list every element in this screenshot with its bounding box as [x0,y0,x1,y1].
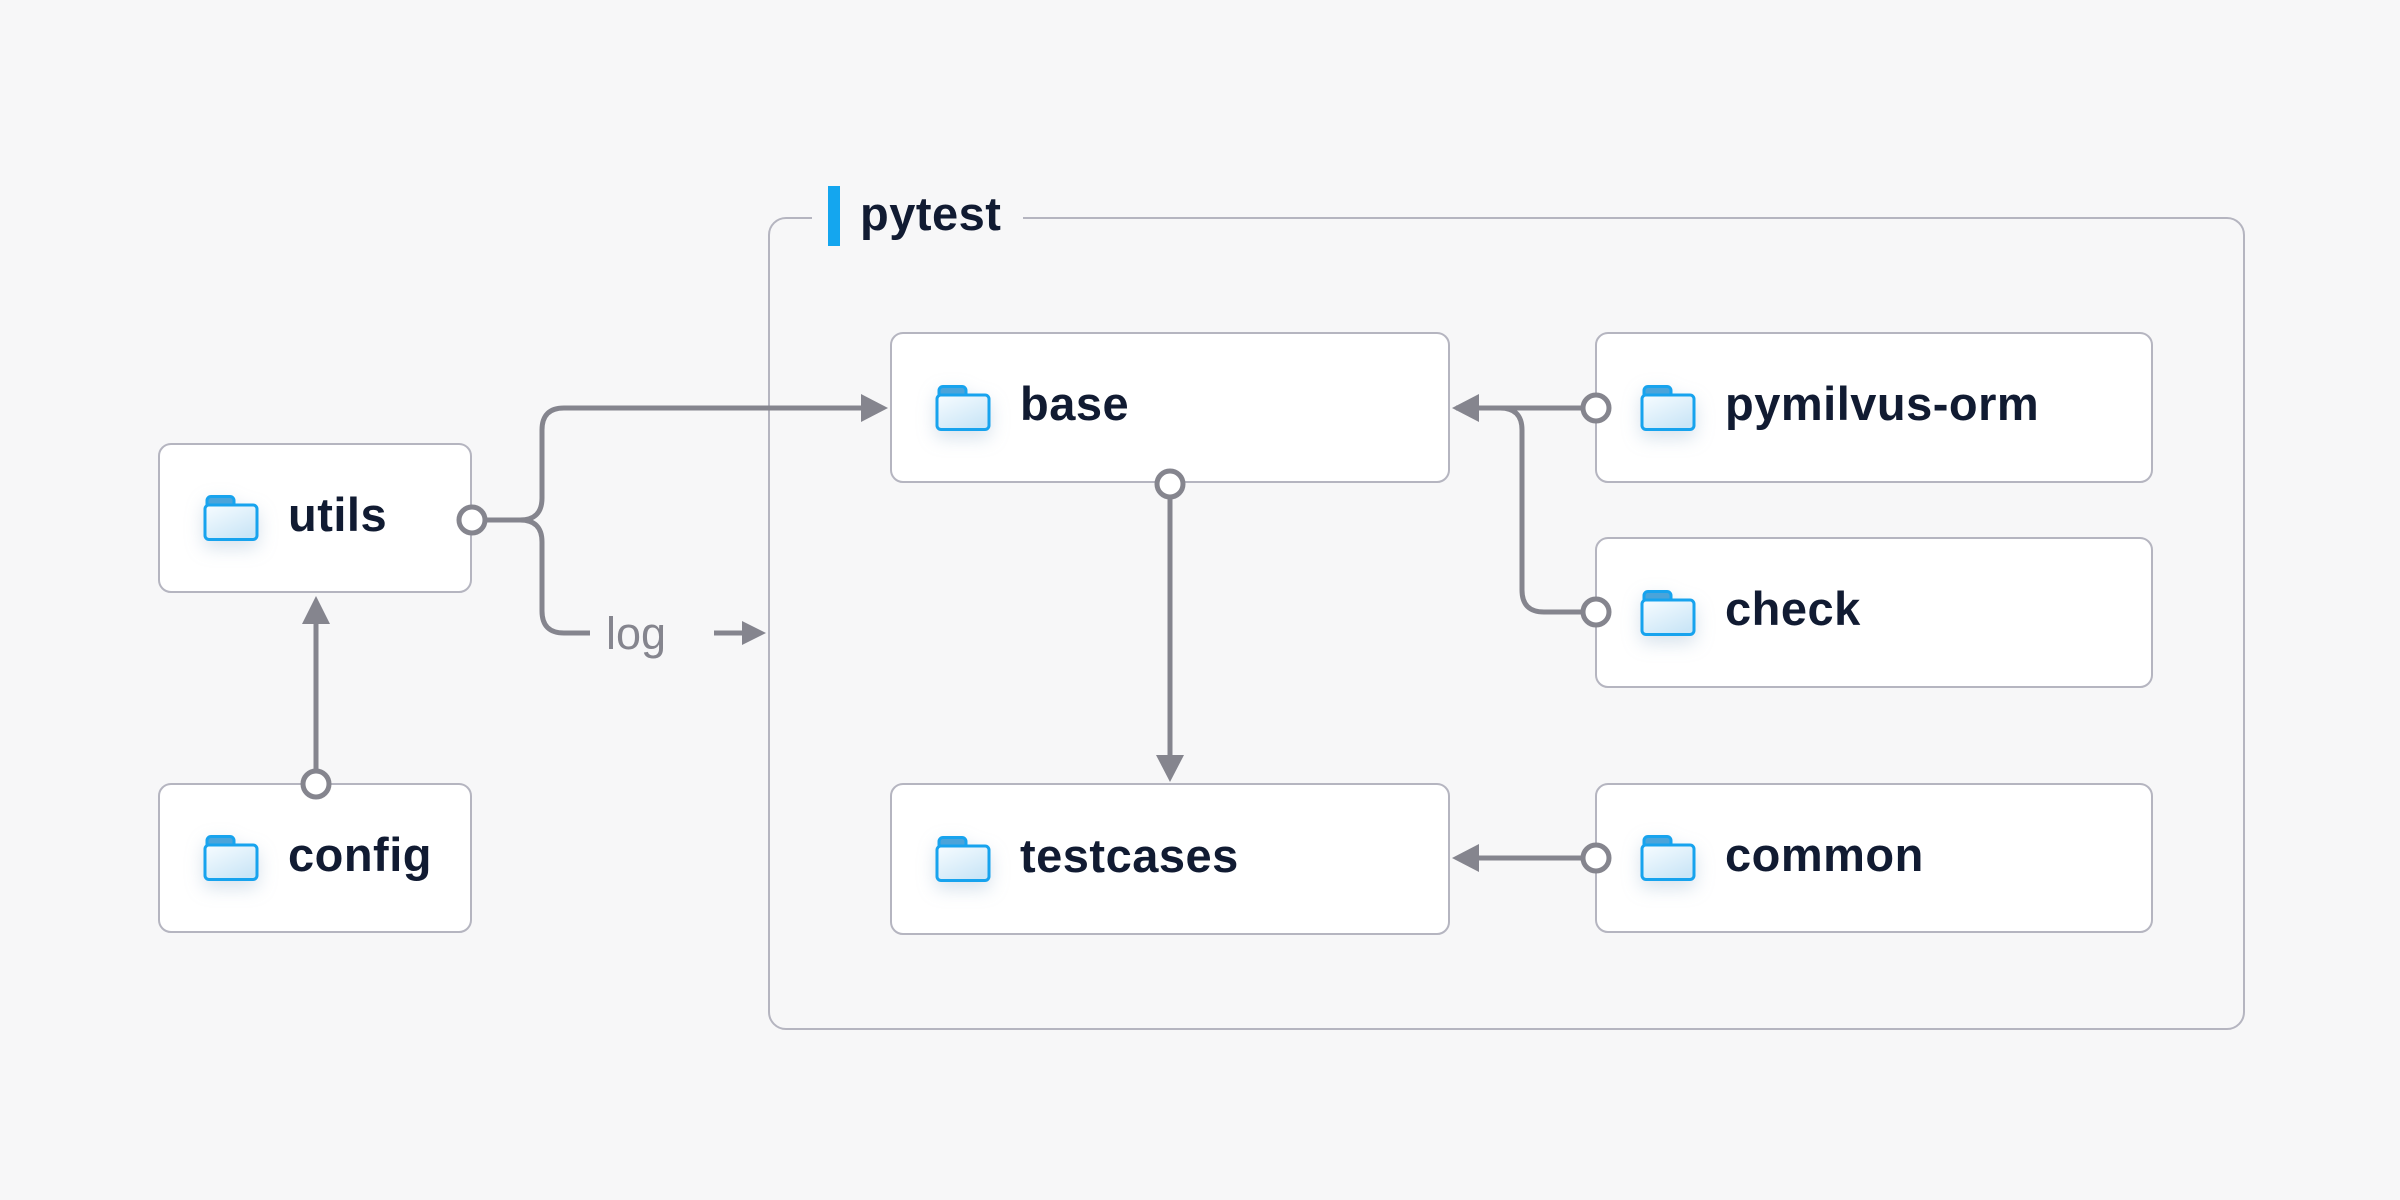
arrowhead-right [742,621,766,645]
node-base: base [890,332,1450,483]
node-check: check [1595,537,2153,688]
folder-icon [202,833,260,883]
node-config: config [158,783,472,933]
folder-icon [934,834,992,884]
pytest-group-label: pytest [812,182,1024,250]
node-label: testcases [1020,828,1239,882]
edge-check-to-base [1499,405,1612,628]
node-label: common [1725,827,1924,881]
pytest-group-title: pytest [860,186,1002,240]
edge-config-to-utils [300,596,332,800]
connector-dot-check [1580,596,1612,628]
connector-dot-config [300,768,332,800]
folder-icon [202,493,260,543]
arrowhead-left [1452,844,1479,872]
edge-utils-to-log: log [456,504,766,659]
connector-dot-utils [456,504,488,536]
node-label: utils [288,487,388,541]
folder-icon [1639,383,1697,433]
log-label: log [606,608,666,659]
node-pymilvus-orm: pymilvus-orm [1595,332,2153,483]
label-accent-bar [828,186,840,246]
folder-icon [1639,588,1697,638]
node-common: common [1595,783,2153,933]
arrowhead-down [1156,755,1184,782]
node-testcases: testcases [890,783,1450,935]
edge-pymilvus-orm-to-base [1452,392,1612,424]
arrowhead-right [861,394,888,422]
arrowhead-left [1452,394,1479,422]
pytest-group-box [768,217,2245,1030]
node-label: config [288,827,432,881]
edge-utils-to-base [486,394,888,523]
edge-common-to-testcases [1452,842,1612,874]
node-label: pymilvus-orm [1725,377,2040,430]
edge-base-to-testcases [1154,468,1186,782]
arrowhead-up [302,596,330,624]
node-label: base [1020,377,1130,430]
folder-icon [934,383,992,433]
folder-icon [1639,833,1697,883]
node-label: check [1725,582,1861,635]
connector-dot-base [1154,468,1186,500]
connector-dot-pymilvus-orm [1580,392,1612,424]
connector-dot-common [1580,842,1612,874]
